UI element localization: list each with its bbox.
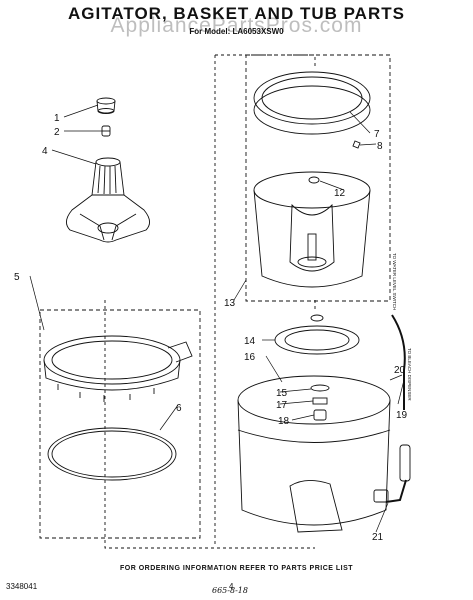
callout-19: 19 xyxy=(396,410,408,421)
tub-ring xyxy=(43,335,193,402)
callout-14: 14 xyxy=(244,336,256,347)
watermark: AppliancePartsPros.com xyxy=(110,14,363,37)
callout-1: 1 xyxy=(54,113,60,124)
callout-15: 15 xyxy=(276,388,288,399)
callout-20: 20 xyxy=(394,365,406,376)
agitator-cap xyxy=(96,97,116,114)
callout-21: 21 xyxy=(372,532,384,543)
tub-seal xyxy=(47,427,177,481)
document-number: 3348041 xyxy=(6,582,38,591)
callout-18: 18 xyxy=(278,416,290,427)
page-number: 4 xyxy=(229,582,234,591)
guide-line-left xyxy=(104,300,315,549)
agitator-cam xyxy=(101,125,111,137)
callout-13: 13 xyxy=(224,298,236,309)
agitator xyxy=(66,157,150,243)
drive-block xyxy=(310,384,330,421)
outer-tub xyxy=(237,375,391,533)
label-water-level-switch: TO WATER LEVEL SWITCH xyxy=(392,253,397,310)
callout-2: 2 xyxy=(54,127,60,138)
ordering-info-footer: FOR ORDERING INFORMATION REFER TO PARTS … xyxy=(119,565,354,572)
handwritten-note: 665-8-18 xyxy=(212,586,248,595)
callout-17: 17 xyxy=(276,400,288,411)
guide-line-top xyxy=(215,54,316,66)
callout-7: 7 xyxy=(374,129,380,140)
basket-group-box xyxy=(245,54,391,302)
callout-12: 12 xyxy=(334,188,346,199)
hose-20 xyxy=(399,444,411,482)
callout-6: 6 xyxy=(176,403,182,414)
diagram-title: AGITATOR, BASKET AND TUB PARTS xyxy=(68,4,405,23)
spin-basket xyxy=(253,171,371,288)
callout-16: 16 xyxy=(244,352,256,363)
model-subtitle: For Model: LA6053XSW0 xyxy=(189,27,284,36)
callout-4: 4 xyxy=(42,146,48,157)
hose-19 xyxy=(391,314,406,410)
hose-21 xyxy=(385,479,407,503)
callout-5: 5 xyxy=(14,272,20,283)
agitator-group-box xyxy=(39,309,201,539)
ring-clip xyxy=(352,140,361,149)
callout-8: 8 xyxy=(377,141,383,152)
hub-seal xyxy=(274,314,360,355)
label-bleach-dispenser: TO BLEACH DISPENSER xyxy=(407,348,412,401)
balance-ring xyxy=(253,71,371,135)
